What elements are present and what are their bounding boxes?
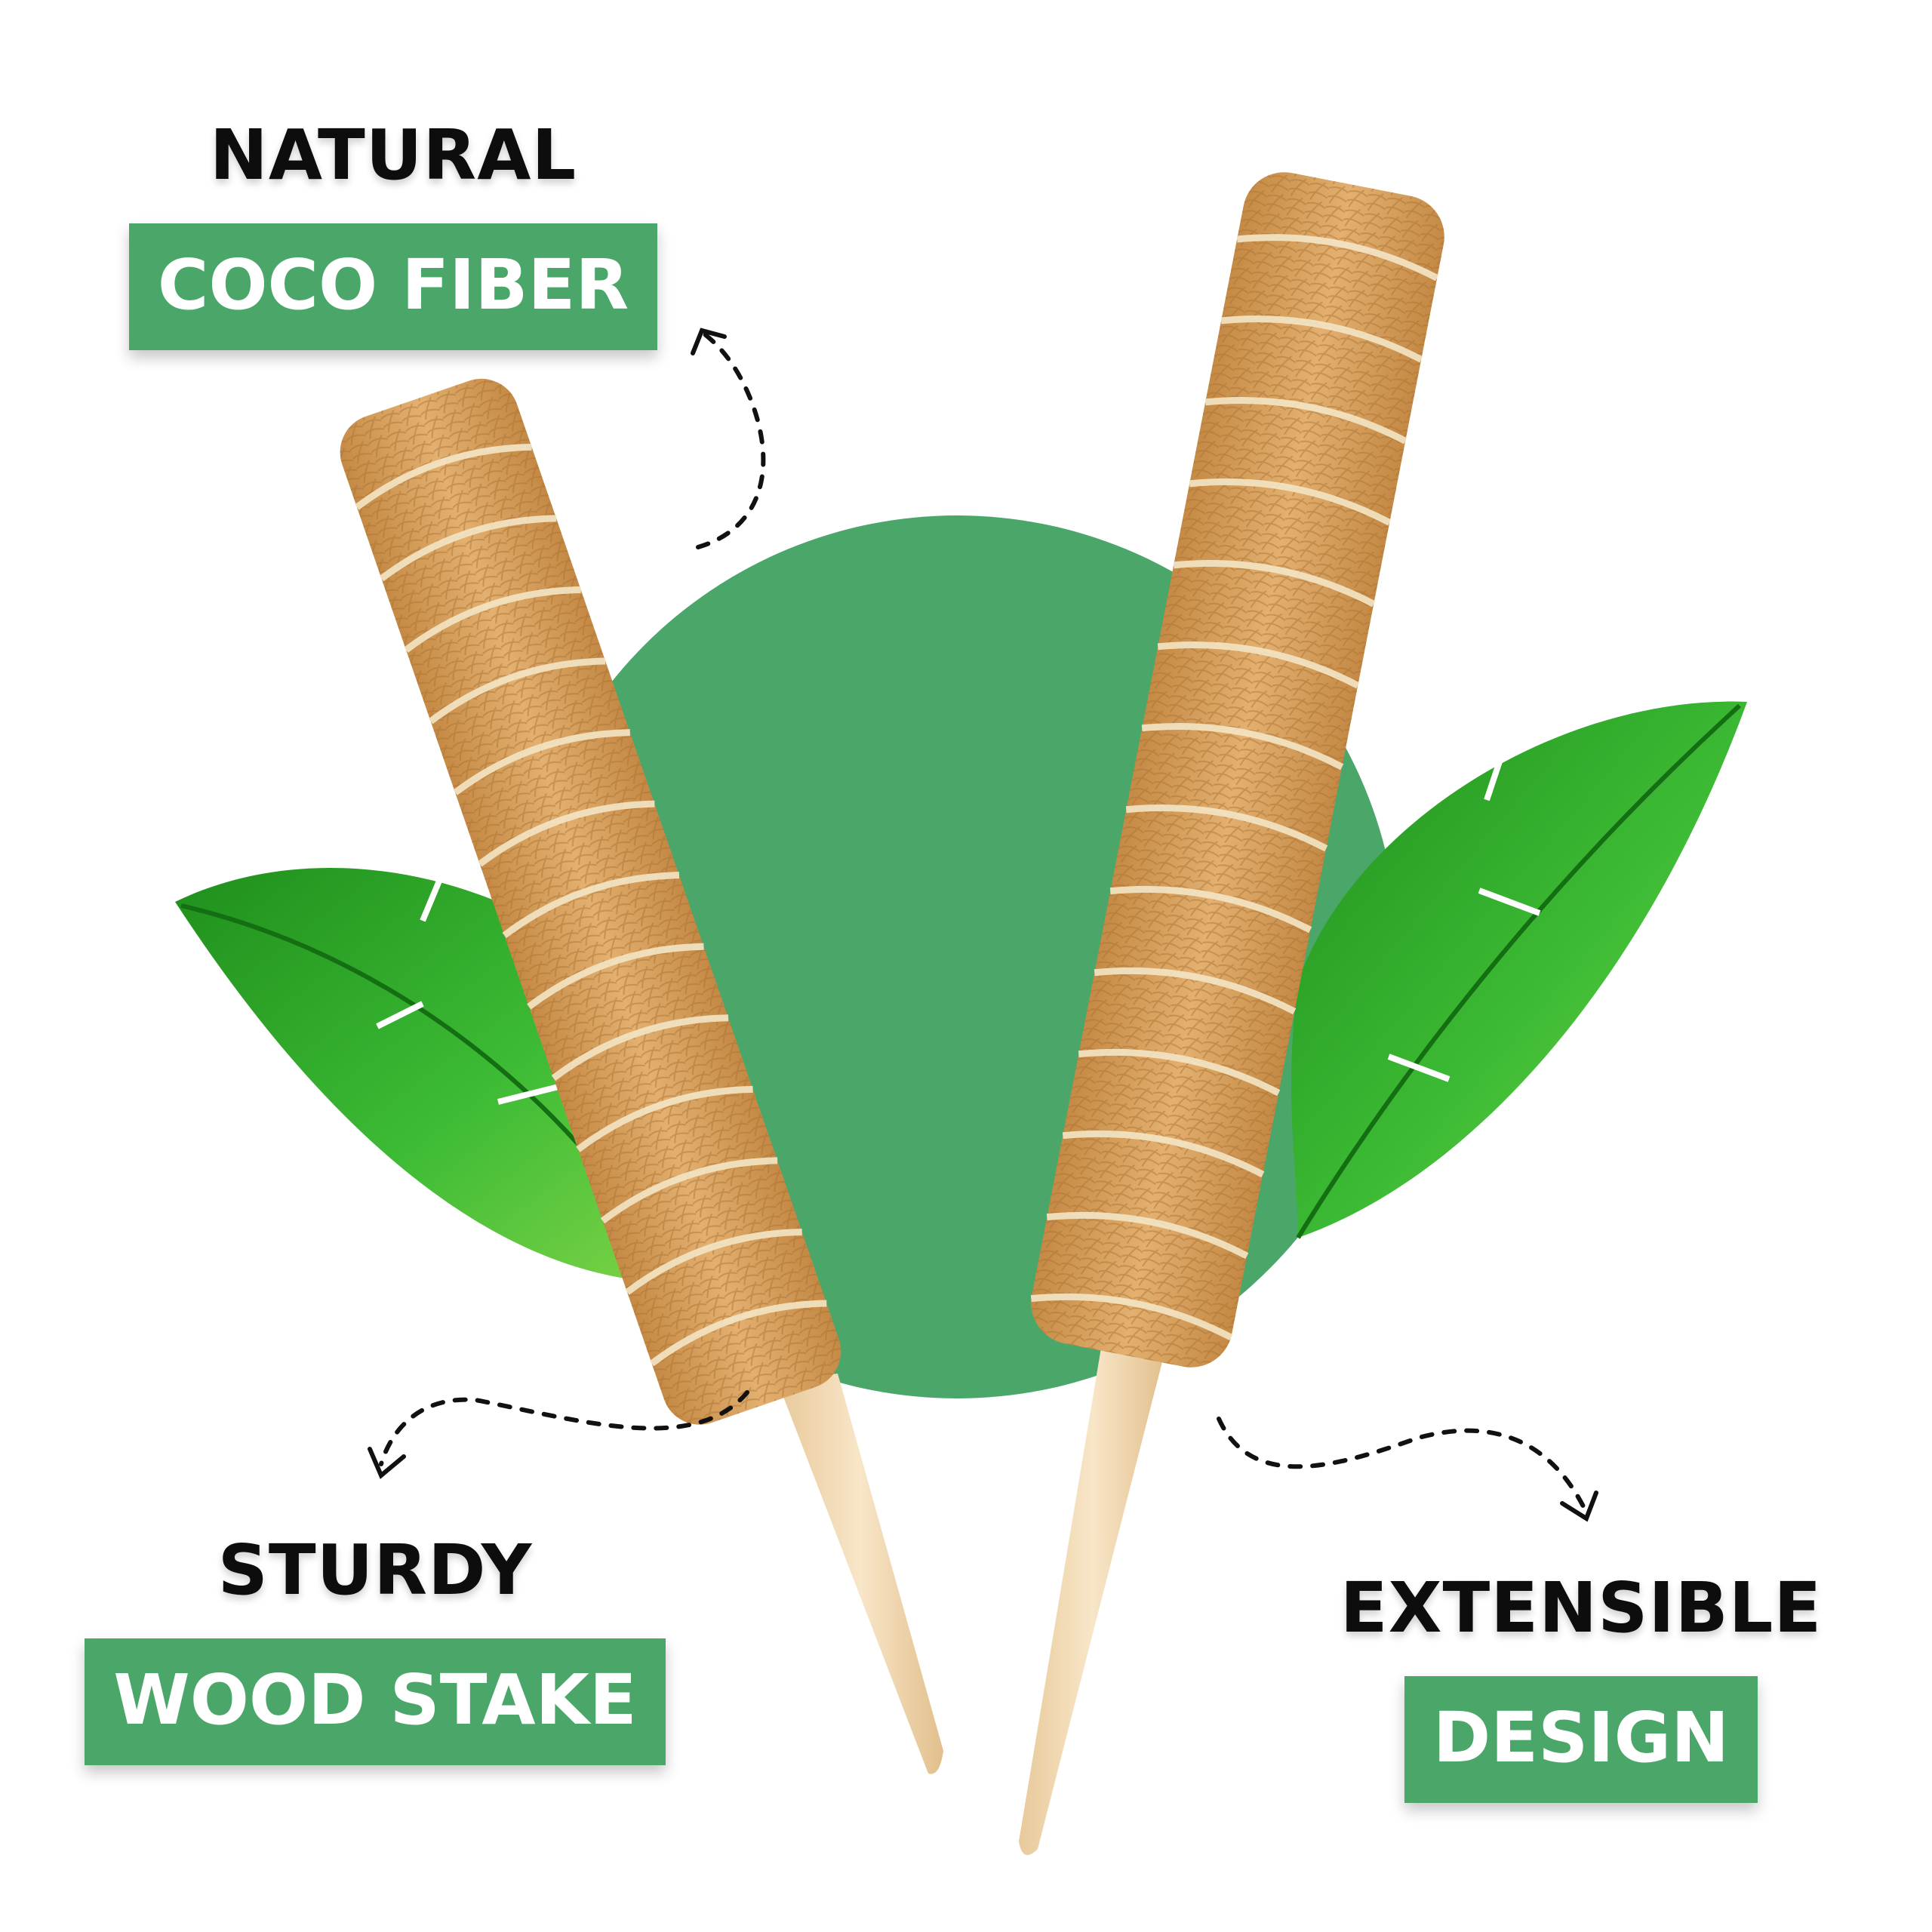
dashed-arrow-icon bbox=[368, 1390, 749, 1479]
feature-badge: DESIGN bbox=[1404, 1676, 1758, 1803]
moss-pole-icon bbox=[1019, 172, 1444, 1855]
feature-wood-stake: STURDY WOOD STAKE bbox=[85, 1536, 666, 1765]
feature-badge: WOOD STAKE bbox=[85, 1638, 666, 1765]
dashed-arrow-icon bbox=[1217, 1417, 1598, 1522]
dashed-arrow-icon bbox=[691, 328, 766, 549]
moss-pole-icon bbox=[340, 378, 943, 1774]
banana-leaf-icon bbox=[1291, 701, 1747, 1239]
feature-title: EXTENSIBLE bbox=[1340, 1567, 1823, 1648]
feature-title: STURDY bbox=[217, 1530, 533, 1611]
feature-badge: COCO FIBER bbox=[128, 223, 658, 350]
feature-title: NATURAL bbox=[209, 115, 577, 195]
feature-coco-fiber: NATURAL COCO FIBER bbox=[128, 115, 658, 350]
feature-extensible-design: EXTENSIBLE DESIGN bbox=[1340, 1574, 1821, 1803]
